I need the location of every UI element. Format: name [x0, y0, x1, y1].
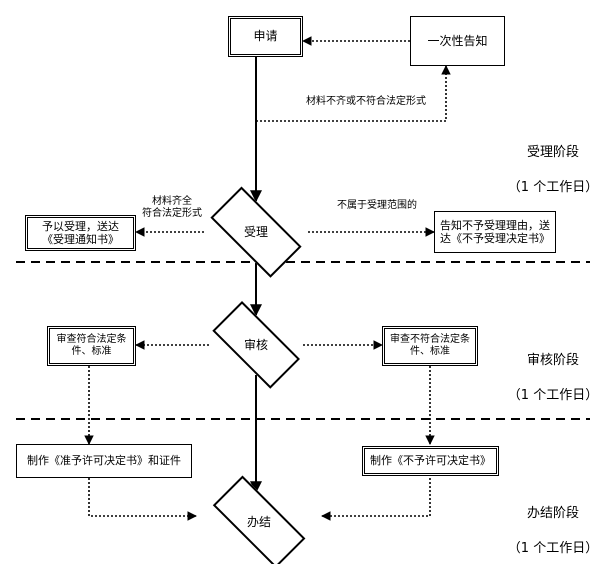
- edge-label-incomplete-materials: 材料不齐或不符合法定形式: [306, 96, 426, 107]
- stage-review-duration: （1 个工作日）: [507, 387, 599, 403]
- node-accept[interactable]: 受理: [196, 186, 316, 278]
- node-permit-grant-label: 制作《准予许可决定书》和证件: [27, 454, 181, 468]
- stage-acceptance-name: 受理阶段: [526, 144, 579, 160]
- edge-label-out-of-scope: 不属于受理范围的: [337, 200, 417, 211]
- stage-label-acceptance: 受理阶段 （1 个工作日）: [503, 126, 603, 214]
- stage-label-review: 审核阶段 （1 个工作日）: [503, 334, 603, 422]
- node-accept-label: 受理: [243, 224, 268, 239]
- node-review-fail[interactable]: 审查不符合法定条 件、标准: [382, 326, 478, 366]
- node-finish-label: 办结: [246, 514, 271, 529]
- node-apply-label: 申请: [253, 29, 278, 43]
- node-accept-no-label: 告知不予受理理由，送 达《不予受理决定书》: [440, 218, 550, 245]
- stage-acceptance-duration: （1 个工作日）: [507, 179, 599, 195]
- node-permit-deny-label: 制作《不予许可决定书》: [370, 454, 491, 468]
- stage-label-completion: 办结阶段 （1 个工作日）: [503, 487, 603, 564]
- node-review-pass[interactable]: 审查符合法定条 件、标准: [47, 326, 136, 366]
- node-finish[interactable]: 办结: [196, 475, 322, 564]
- node-accept-yes[interactable]: 予以受理，送达 《受理通知书》: [25, 215, 136, 251]
- node-permit-deny[interactable]: 制作《不予许可决定书》: [362, 446, 499, 476]
- edge-label-materials-complete: 材料齐全 符合法定形式: [142, 196, 202, 219]
- stage-completion-duration: （1 个工作日）: [507, 540, 599, 556]
- node-apply[interactable]: 申请: [228, 16, 303, 57]
- node-permit-grant[interactable]: 制作《准予许可决定书》和证件: [16, 444, 192, 478]
- stage-review-name: 审核阶段: [526, 352, 579, 368]
- edge-permit-deny-to-finish: [321, 478, 431, 521]
- stage-completion-name: 办结阶段: [526, 505, 579, 521]
- node-accept-yes-label: 予以受理，送达 《受理通知书》: [42, 219, 119, 246]
- node-one-time-notice-label: 一次性告知: [427, 33, 488, 48]
- edge-accept-to-one-time-notice: [256, 65, 451, 122]
- node-review[interactable]: 审核: [198, 301, 314, 389]
- node-review-fail-label: 审查不符合法定条 件、标准: [390, 334, 470, 357]
- node-review-pass-label: 审查符合法定条 件、标准: [56, 334, 127, 357]
- edge-permit-grant-to-finish: [88, 478, 197, 521]
- node-accept-no[interactable]: 告知不予受理理由，送 达《不予受理决定书》: [434, 211, 556, 253]
- node-one-time-notice[interactable]: 一次性告知: [410, 16, 505, 66]
- node-review-label: 审核: [243, 337, 268, 352]
